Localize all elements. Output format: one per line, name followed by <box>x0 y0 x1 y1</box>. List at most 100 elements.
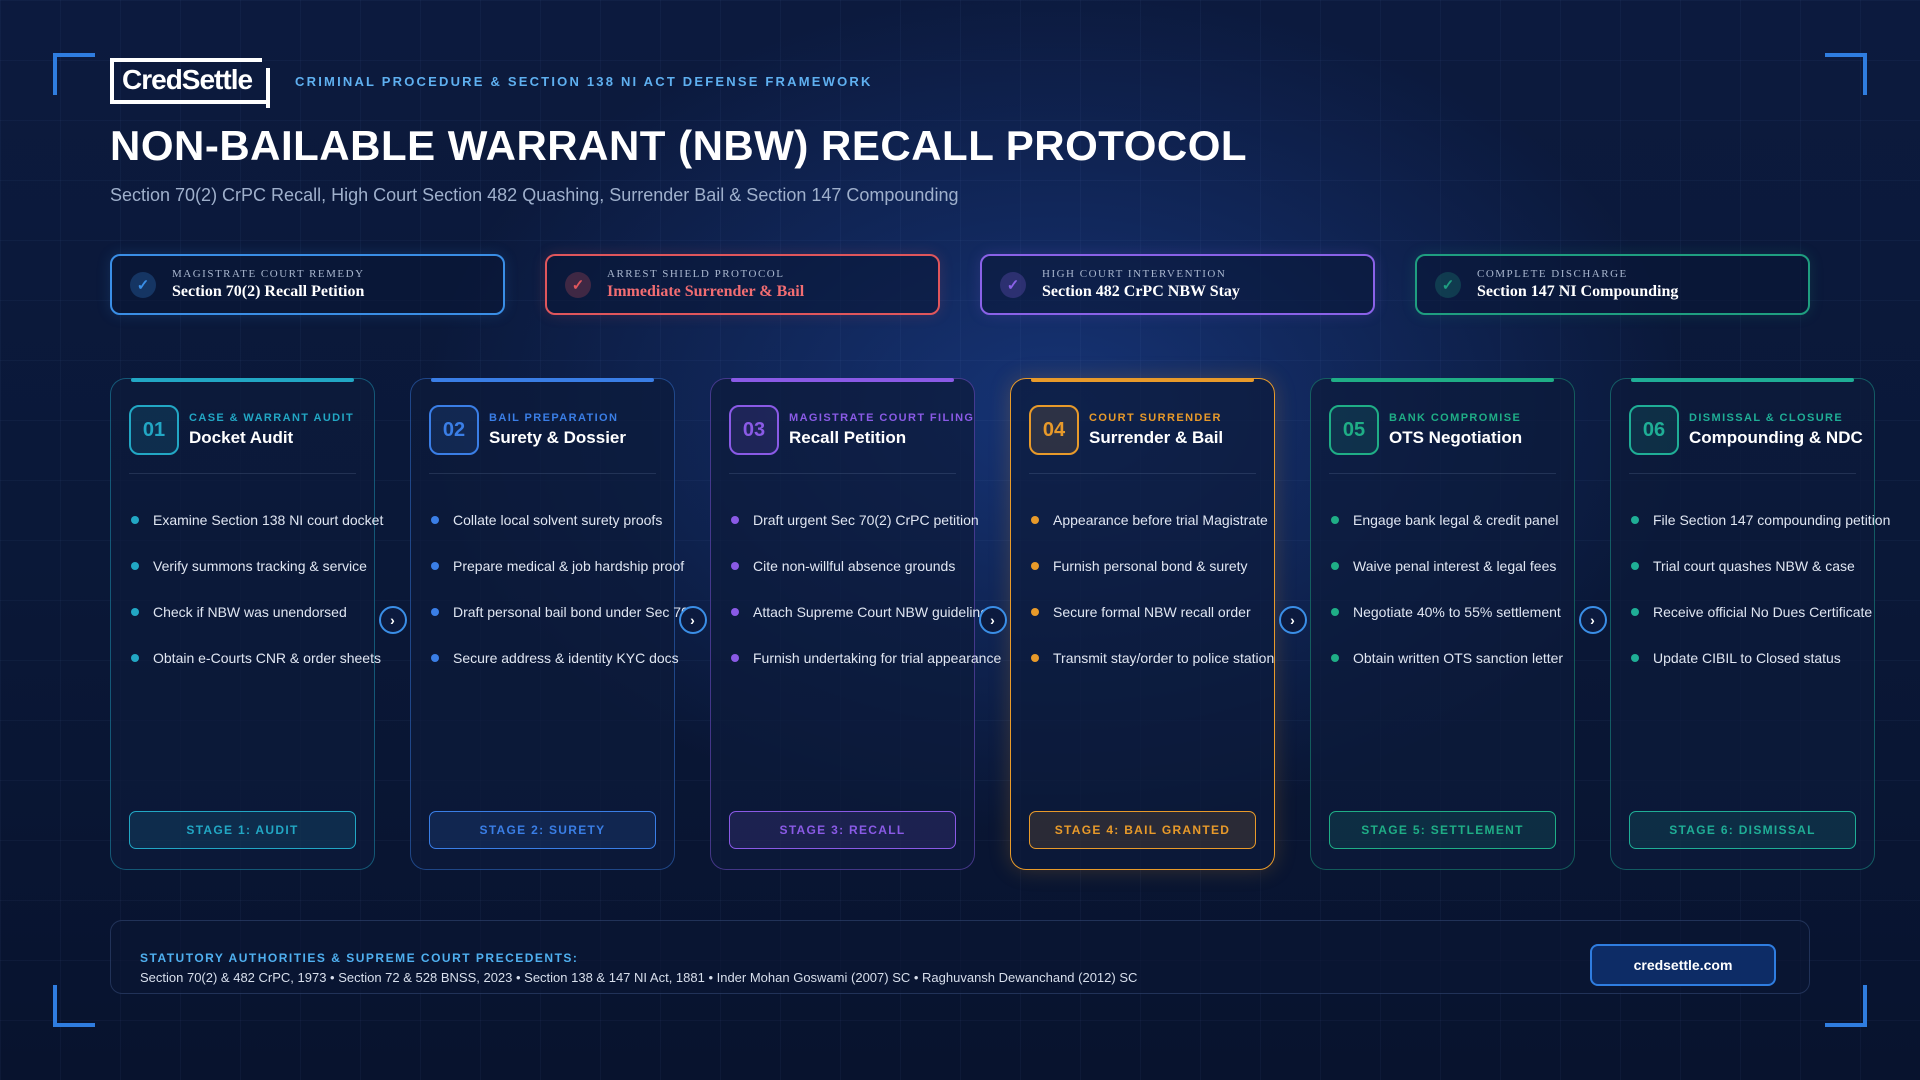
list-item-text: Obtain e-Courts CNR & order sheets <box>153 650 381 666</box>
stage-category: COURT SURRENDER <box>1089 412 1222 424</box>
highlight-text: COMPLETE DISCHARGE Section 147 NI Compoun… <box>1477 268 1678 301</box>
stage-title: Surrender & Bail <box>1089 428 1224 447</box>
list-item: Waive penal interest & legal fees <box>1331 543 1563 589</box>
list-item: Trial court quashes NBW & case <box>1631 543 1890 589</box>
highlight-value: Section 482 CrPC NBW Stay <box>1042 283 1240 300</box>
list-item-text: Furnish undertaking for trial appearance <box>753 650 1002 666</box>
highlight-label: MAGISTRATE COURT REMEDY <box>172 268 365 280</box>
highlight-label: ARREST SHIELD PROTOCOL <box>607 268 785 280</box>
stage-number: 04 <box>1029 405 1079 455</box>
stage-number: 06 <box>1629 405 1679 455</box>
corner-bracket-top-right <box>1825 53 1867 95</box>
list-item-text: Waive penal interest & legal fees <box>1353 558 1557 574</box>
bullet-icon <box>731 516 739 524</box>
chevron-right-icon[interactable]: › <box>378 606 407 634</box>
bullet-icon <box>731 654 739 662</box>
list-item-text: Draft urgent Sec 70(2) CrPC petition <box>753 512 979 528</box>
stage-accent-bar <box>731 378 954 382</box>
stage-divider <box>1029 473 1256 474</box>
list-item-text: Trial court quashes NBW & case <box>1653 558 1855 574</box>
stage-button[interactable]: STAGE 1: AUDIT <box>129 811 356 849</box>
list-item: Appearance before trial Magistrate <box>1031 497 1274 543</box>
stage-button[interactable]: STAGE 6: DISMISSAL <box>1629 811 1856 849</box>
bullet-icon <box>131 516 139 524</box>
stage-category: CASE & WARRANT AUDIT <box>189 412 355 424</box>
header-row: CredSettle CRIMINAL PROCEDURE & SECTION … <box>110 58 873 108</box>
bullet-icon <box>1631 562 1639 570</box>
stage-button[interactable]: STAGE 4: BAIL GRANTED <box>1029 811 1256 849</box>
bullet-icon <box>1331 608 1339 616</box>
list-item-text: Verify summons tracking & service <box>153 558 367 574</box>
highlight-text: ARREST SHIELD PROTOCOL Immediate Surrende… <box>607 268 804 301</box>
bullet-icon <box>431 608 439 616</box>
stage-number: 03 <box>729 405 779 455</box>
stage-button[interactable]: STAGE 3: RECALL <box>729 811 956 849</box>
stage-button[interactable]: STAGE 2: SURETY <box>429 811 656 849</box>
list-item: Check if NBW was unendorsed <box>131 589 383 635</box>
chevron-right-icon[interactable]: › <box>978 606 1007 634</box>
page-subtitle: Section 70(2) CrPC Recall, High Court Se… <box>110 185 959 205</box>
chevron-right-icon[interactable]: › <box>1278 606 1307 634</box>
page-title: NON-BAILABLE WARRANT (NBW) RECALL PROTOC… <box>110 122 1248 169</box>
highlight-label: COMPLETE DISCHARGE <box>1477 268 1628 280</box>
list-item: Transmit stay/order to police station <box>1031 635 1274 681</box>
stage-category: BAIL PREPARATION <box>489 412 619 424</box>
highlight-value: Section 147 NI Compounding <box>1477 283 1679 300</box>
stage-button[interactable]: STAGE 5: SETTLEMENT <box>1329 811 1556 849</box>
list-item: Cite non-willful absence grounds <box>731 543 1001 589</box>
stage-divider <box>129 473 356 474</box>
bullet-icon <box>131 608 139 616</box>
list-item: Furnish undertaking for trial appearance <box>731 635 1001 681</box>
header-eyebrow: CRIMINAL PROCEDURE & SECTION 138 NI ACT … <box>295 73 873 89</box>
bullet-icon <box>1031 516 1039 524</box>
bullet-icon <box>431 654 439 662</box>
chevron-right-icon[interactable]: › <box>1578 606 1607 634</box>
stage-title: Docket Audit <box>189 428 294 447</box>
bullet-icon <box>731 608 739 616</box>
stage-number: 02 <box>429 405 479 455</box>
list-item: Examine Section 138 NI court docket <box>131 497 383 543</box>
website-button[interactable]: credsettle.com <box>1590 944 1776 986</box>
stage-category: DISMISSAL & CLOSURE <box>1689 412 1844 424</box>
stage-accent-bar <box>1331 378 1554 382</box>
list-item-text: Check if NBW was unendorsed <box>153 604 347 620</box>
list-item: File Section 147 compounding petition <box>1631 497 1890 543</box>
list-item-text: Negotiate 40% to 55% settlement <box>1353 604 1561 620</box>
list-item-text: File Section 147 compounding petition <box>1653 512 1891 528</box>
bullet-icon <box>1031 654 1039 662</box>
check-icon: ✓ <box>130 271 156 298</box>
stage-header: 02 BAIL PREPARATION Surety & Dossier <box>429 405 626 455</box>
bullet-icon <box>1331 654 1339 662</box>
bullet-icon <box>1631 654 1639 662</box>
list-item-text: Collate local solvent surety proofs <box>453 512 663 528</box>
list-item-text: Secure address & identity KYC docs <box>453 650 679 666</box>
stage-heading: COURT SURRENDER Surrender & Bail <box>1089 412 1223 448</box>
stage-title: Surety & Dossier <box>489 428 626 447</box>
list-item: Attach Supreme Court NBW guidelines <box>731 589 1001 635</box>
list-item-text: Appearance before trial Magistrate <box>1053 512 1268 528</box>
chevron-right-icon[interactable]: › <box>678 606 707 634</box>
footer-panel: STATUTORY AUTHORITIES & SUPREME COURT PR… <box>110 920 1810 994</box>
stage-divider <box>729 473 956 474</box>
highlight-value: Immediate Surrender & Bail <box>607 283 805 300</box>
bullet-icon <box>131 654 139 662</box>
stage-number: 05 <box>1329 405 1379 455</box>
stage-header: 04 COURT SURRENDER Surrender & Bail <box>1029 405 1223 455</box>
bullet-icon <box>731 562 739 570</box>
corner-bracket-bottom-left <box>53 985 95 1027</box>
